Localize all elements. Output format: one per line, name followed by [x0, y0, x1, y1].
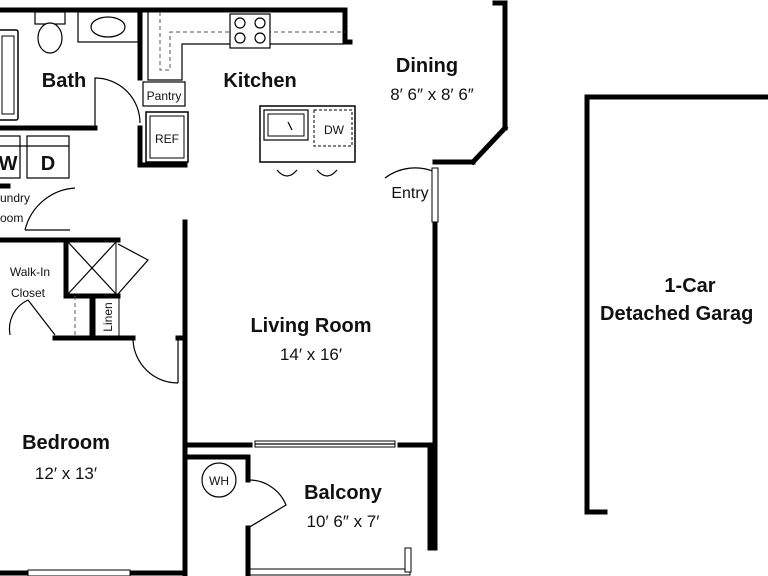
bath-label: Bath: [42, 70, 86, 92]
pantry-label: Pantry: [147, 89, 182, 103]
kitchen-counters: [142, 12, 345, 163]
garage-label-line2: Detached Garag: [600, 303, 753, 325]
ref-label: REF: [155, 132, 179, 146]
kitchen-island: [259, 105, 356, 177]
garage-walls: [584, 94, 768, 515]
dw-label: DW: [324, 123, 345, 137]
labels: Bath Kitchen Dining 8′ 6″ x 8′ 6″ Pantry…: [0, 55, 753, 531]
balcony-size: 10′ 6″ x 7′: [307, 512, 380, 531]
laundry-fixtures: [0, 135, 76, 231]
balcony-label: Balcony: [304, 482, 383, 504]
walls: [0, 0, 509, 576]
living-size: 14′ x 16′: [280, 345, 342, 364]
wh-closet: [201, 462, 287, 529]
bedroom-size: 12′ x 13′: [35, 464, 97, 483]
bath-fixtures: [0, 11, 141, 128]
kitchen-label: Kitchen: [223, 70, 296, 92]
dining-label: Dining: [396, 55, 458, 77]
entry-door: [384, 167, 439, 223]
linen-label: Linen: [101, 302, 115, 331]
living-label: Living Room: [250, 315, 371, 337]
dining-size: 8′ 6″ x 8′ 6″: [390, 85, 474, 104]
entry-label: Entry: [391, 185, 428, 202]
bedroom-label: Bedroom: [22, 432, 110, 454]
windows: [27, 440, 412, 576]
walkin-label-line2: Closet: [11, 286, 46, 300]
closet-fixtures: [8, 241, 149, 337]
walkin-label-line1: Walk-In: [10, 265, 50, 279]
laundry-label-line1: undry: [0, 191, 30, 205]
garage-label-line1: 1-Car: [664, 275, 715, 297]
washer-label: W: [0, 153, 18, 175]
bedroom-door: [132, 339, 179, 384]
laundry-label-line2: oom: [0, 211, 23, 225]
wh-label: WH: [209, 474, 229, 488]
dryer-label: D: [41, 153, 55, 175]
